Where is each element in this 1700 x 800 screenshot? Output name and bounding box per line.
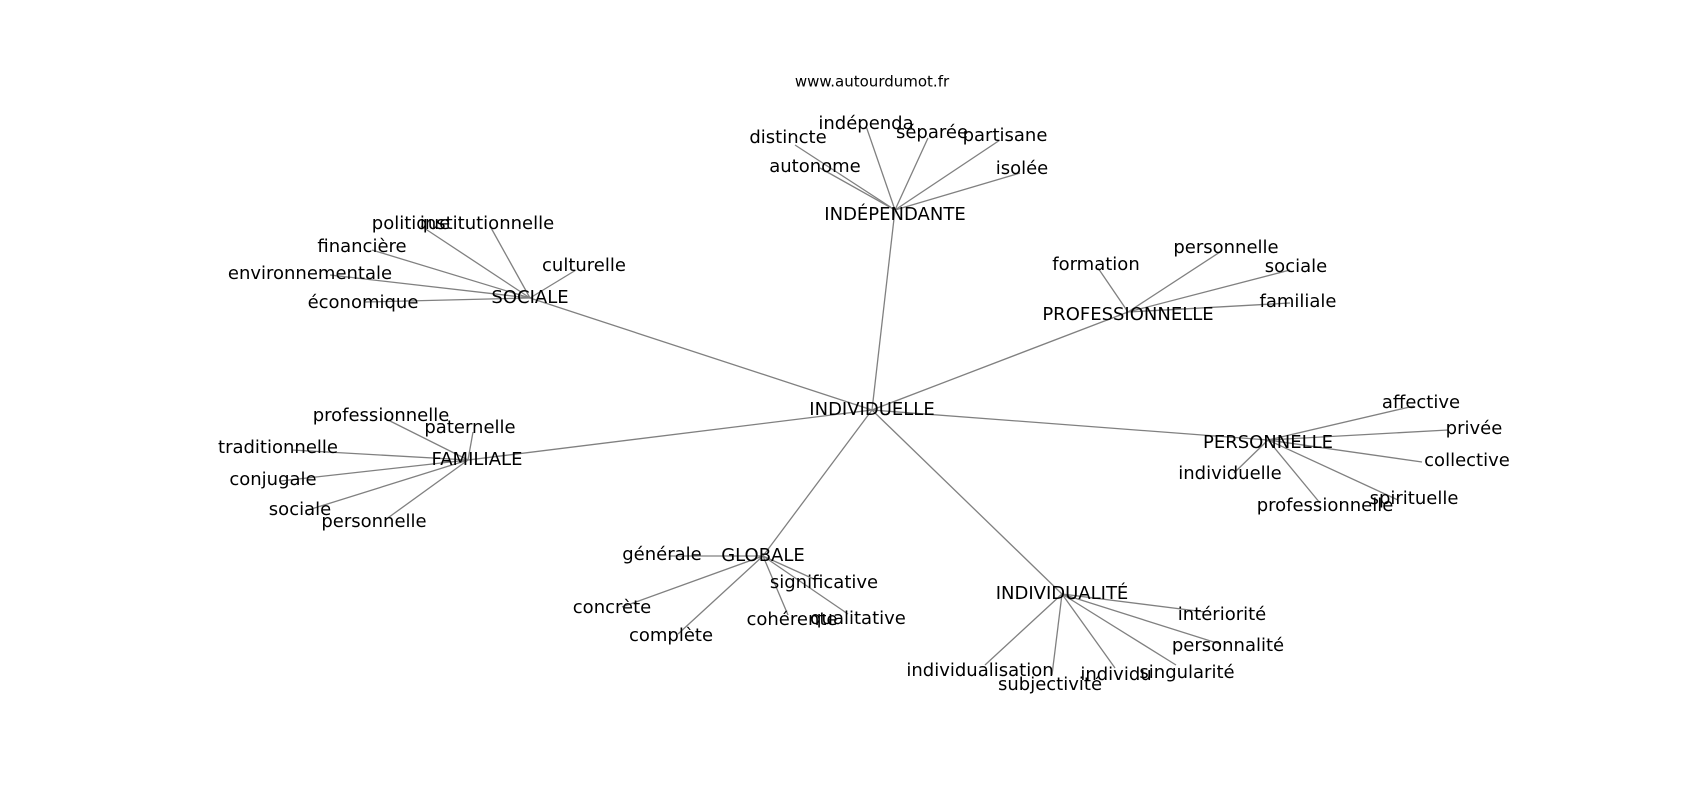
graph-edge xyxy=(420,225,531,299)
leaf-node[interactable]: subjectivité xyxy=(998,674,1102,695)
leaf-node[interactable]: privée xyxy=(1446,418,1503,439)
graph-edge xyxy=(384,459,469,521)
leaf-node[interactable]: partisane xyxy=(963,125,1048,146)
leaf-node[interactable]: personnelle xyxy=(321,511,426,532)
graph-edge xyxy=(1127,269,1291,313)
site-label: www.autourdumot.fr xyxy=(795,73,950,91)
graph-edge xyxy=(894,137,929,211)
leaf-node[interactable]: individualisation xyxy=(906,660,1053,681)
graph-edge xyxy=(1127,302,1291,313)
graph-edge xyxy=(1061,593,1177,666)
branch-node-independante[interactable]: INDÉPENDANTE xyxy=(824,203,965,225)
leaf-node[interactable]: institutionnelle xyxy=(420,213,554,234)
leaf-node[interactable]: environnementale xyxy=(228,263,392,284)
graph-edge xyxy=(871,409,1063,595)
graph-edge xyxy=(1267,439,1423,463)
leaf-node[interactable]: indépenda xyxy=(818,113,913,134)
leaf-node[interactable]: paternelle xyxy=(424,417,515,438)
leaf-node[interactable]: individuelle xyxy=(1178,463,1281,484)
leaf-node[interactable]: autonome xyxy=(769,156,861,177)
graph-edge xyxy=(871,409,1269,441)
leaf-node[interactable]: culturelle xyxy=(542,255,626,276)
leaf-node[interactable]: cohérente xyxy=(746,609,837,630)
graph-edge xyxy=(383,417,469,461)
branch-node-personnelle[interactable]: PERSONNELLE xyxy=(1203,432,1333,453)
branch-node-sociale[interactable]: SOCIALE xyxy=(491,287,568,308)
graph-edge xyxy=(467,431,474,461)
leaf-node[interactable]: politique xyxy=(372,213,450,234)
graph-edge xyxy=(529,269,577,299)
graph-edge xyxy=(1051,593,1063,676)
leaf-node[interactable]: personnalité xyxy=(1172,635,1284,656)
graph-edge xyxy=(1097,267,1129,313)
leaf-node[interactable]: personnelle xyxy=(1173,237,1278,258)
leaf-node[interactable]: significative xyxy=(770,572,878,593)
graph-edge xyxy=(1061,593,1221,645)
leaf-node[interactable]: distincte xyxy=(749,127,826,148)
graph-edge xyxy=(819,167,896,211)
leaf-node[interactable]: économique xyxy=(308,292,419,313)
leaf-node[interactable]: sociale xyxy=(269,499,331,520)
graph-edge xyxy=(279,459,469,482)
graph-edge xyxy=(1267,439,1399,501)
branch-node-familiale[interactable]: FAMILIALE xyxy=(432,449,523,470)
graph-edge xyxy=(371,249,531,299)
leaf-node[interactable]: formation xyxy=(1052,254,1139,275)
graph-edge xyxy=(762,555,817,581)
leaf-node[interactable]: séparée xyxy=(896,122,968,143)
graph-edge xyxy=(329,274,531,299)
leaf-node[interactable]: professionnelle xyxy=(1257,495,1394,516)
leaf-node[interactable]: professionnelle xyxy=(313,405,450,426)
graph-edge xyxy=(467,409,873,461)
graph-edge xyxy=(762,555,849,615)
graph-edge xyxy=(291,449,469,461)
graph-edge xyxy=(1061,593,1116,669)
edges-layer xyxy=(279,125,1449,676)
graph-edge xyxy=(1267,429,1449,441)
leaf-node[interactable]: intériorité xyxy=(1178,604,1267,625)
leaf-node[interactable]: complète xyxy=(629,625,713,646)
graph-edge xyxy=(529,297,873,411)
leaf-node[interactable]: affective xyxy=(1382,392,1460,413)
branch-node-globale[interactable]: GLOBALE xyxy=(721,545,805,566)
graph-edge xyxy=(762,409,873,557)
graph-edge xyxy=(1267,405,1415,441)
leaf-node[interactable]: individu xyxy=(1080,664,1151,685)
branch-node-professionnelle[interactable]: PROFESSIONNELLE xyxy=(1042,304,1213,325)
graph-edge xyxy=(304,459,469,512)
leaf-node[interactable]: singularité xyxy=(1139,662,1234,683)
graph-edge xyxy=(621,555,764,608)
graph-edge xyxy=(1061,593,1206,613)
graph-edge xyxy=(762,555,789,616)
leaf-node[interactable]: générale xyxy=(622,544,702,565)
center-node[interactable]: INDIVIDUELLE xyxy=(809,399,934,420)
branch-node-individualite[interactable]: INDIVIDUALITÉ xyxy=(996,582,1129,604)
graph-edge xyxy=(1127,251,1221,313)
leaf-node[interactable]: concrète xyxy=(573,597,651,618)
graph-edge xyxy=(871,209,896,411)
graph-edge xyxy=(364,297,531,303)
graph-edge xyxy=(1267,439,1321,504)
graph-edge xyxy=(489,225,531,299)
graph-edge xyxy=(984,593,1063,666)
graph-edge xyxy=(894,139,1001,211)
leaf-node[interactable]: conjugale xyxy=(229,469,316,490)
leaf-node[interactable]: spirituelle xyxy=(1370,488,1459,509)
graph-edge xyxy=(865,125,896,211)
leaf-node[interactable]: sociale xyxy=(1265,256,1327,277)
graph-edge xyxy=(1233,439,1269,474)
graph-edge xyxy=(894,172,1021,211)
leaf-node[interactable]: traditionnelle xyxy=(218,437,338,458)
graph-edge xyxy=(677,555,764,635)
graph-edge xyxy=(871,311,1129,411)
leaf-node[interactable]: qualitative xyxy=(810,608,906,629)
graph-edge xyxy=(794,144,896,211)
leaf-node[interactable]: familiale xyxy=(1259,291,1336,312)
leaf-node[interactable]: isolée xyxy=(996,158,1049,179)
leaf-node[interactable]: collective xyxy=(1424,450,1510,471)
leaf-node[interactable]: financière xyxy=(317,236,406,257)
